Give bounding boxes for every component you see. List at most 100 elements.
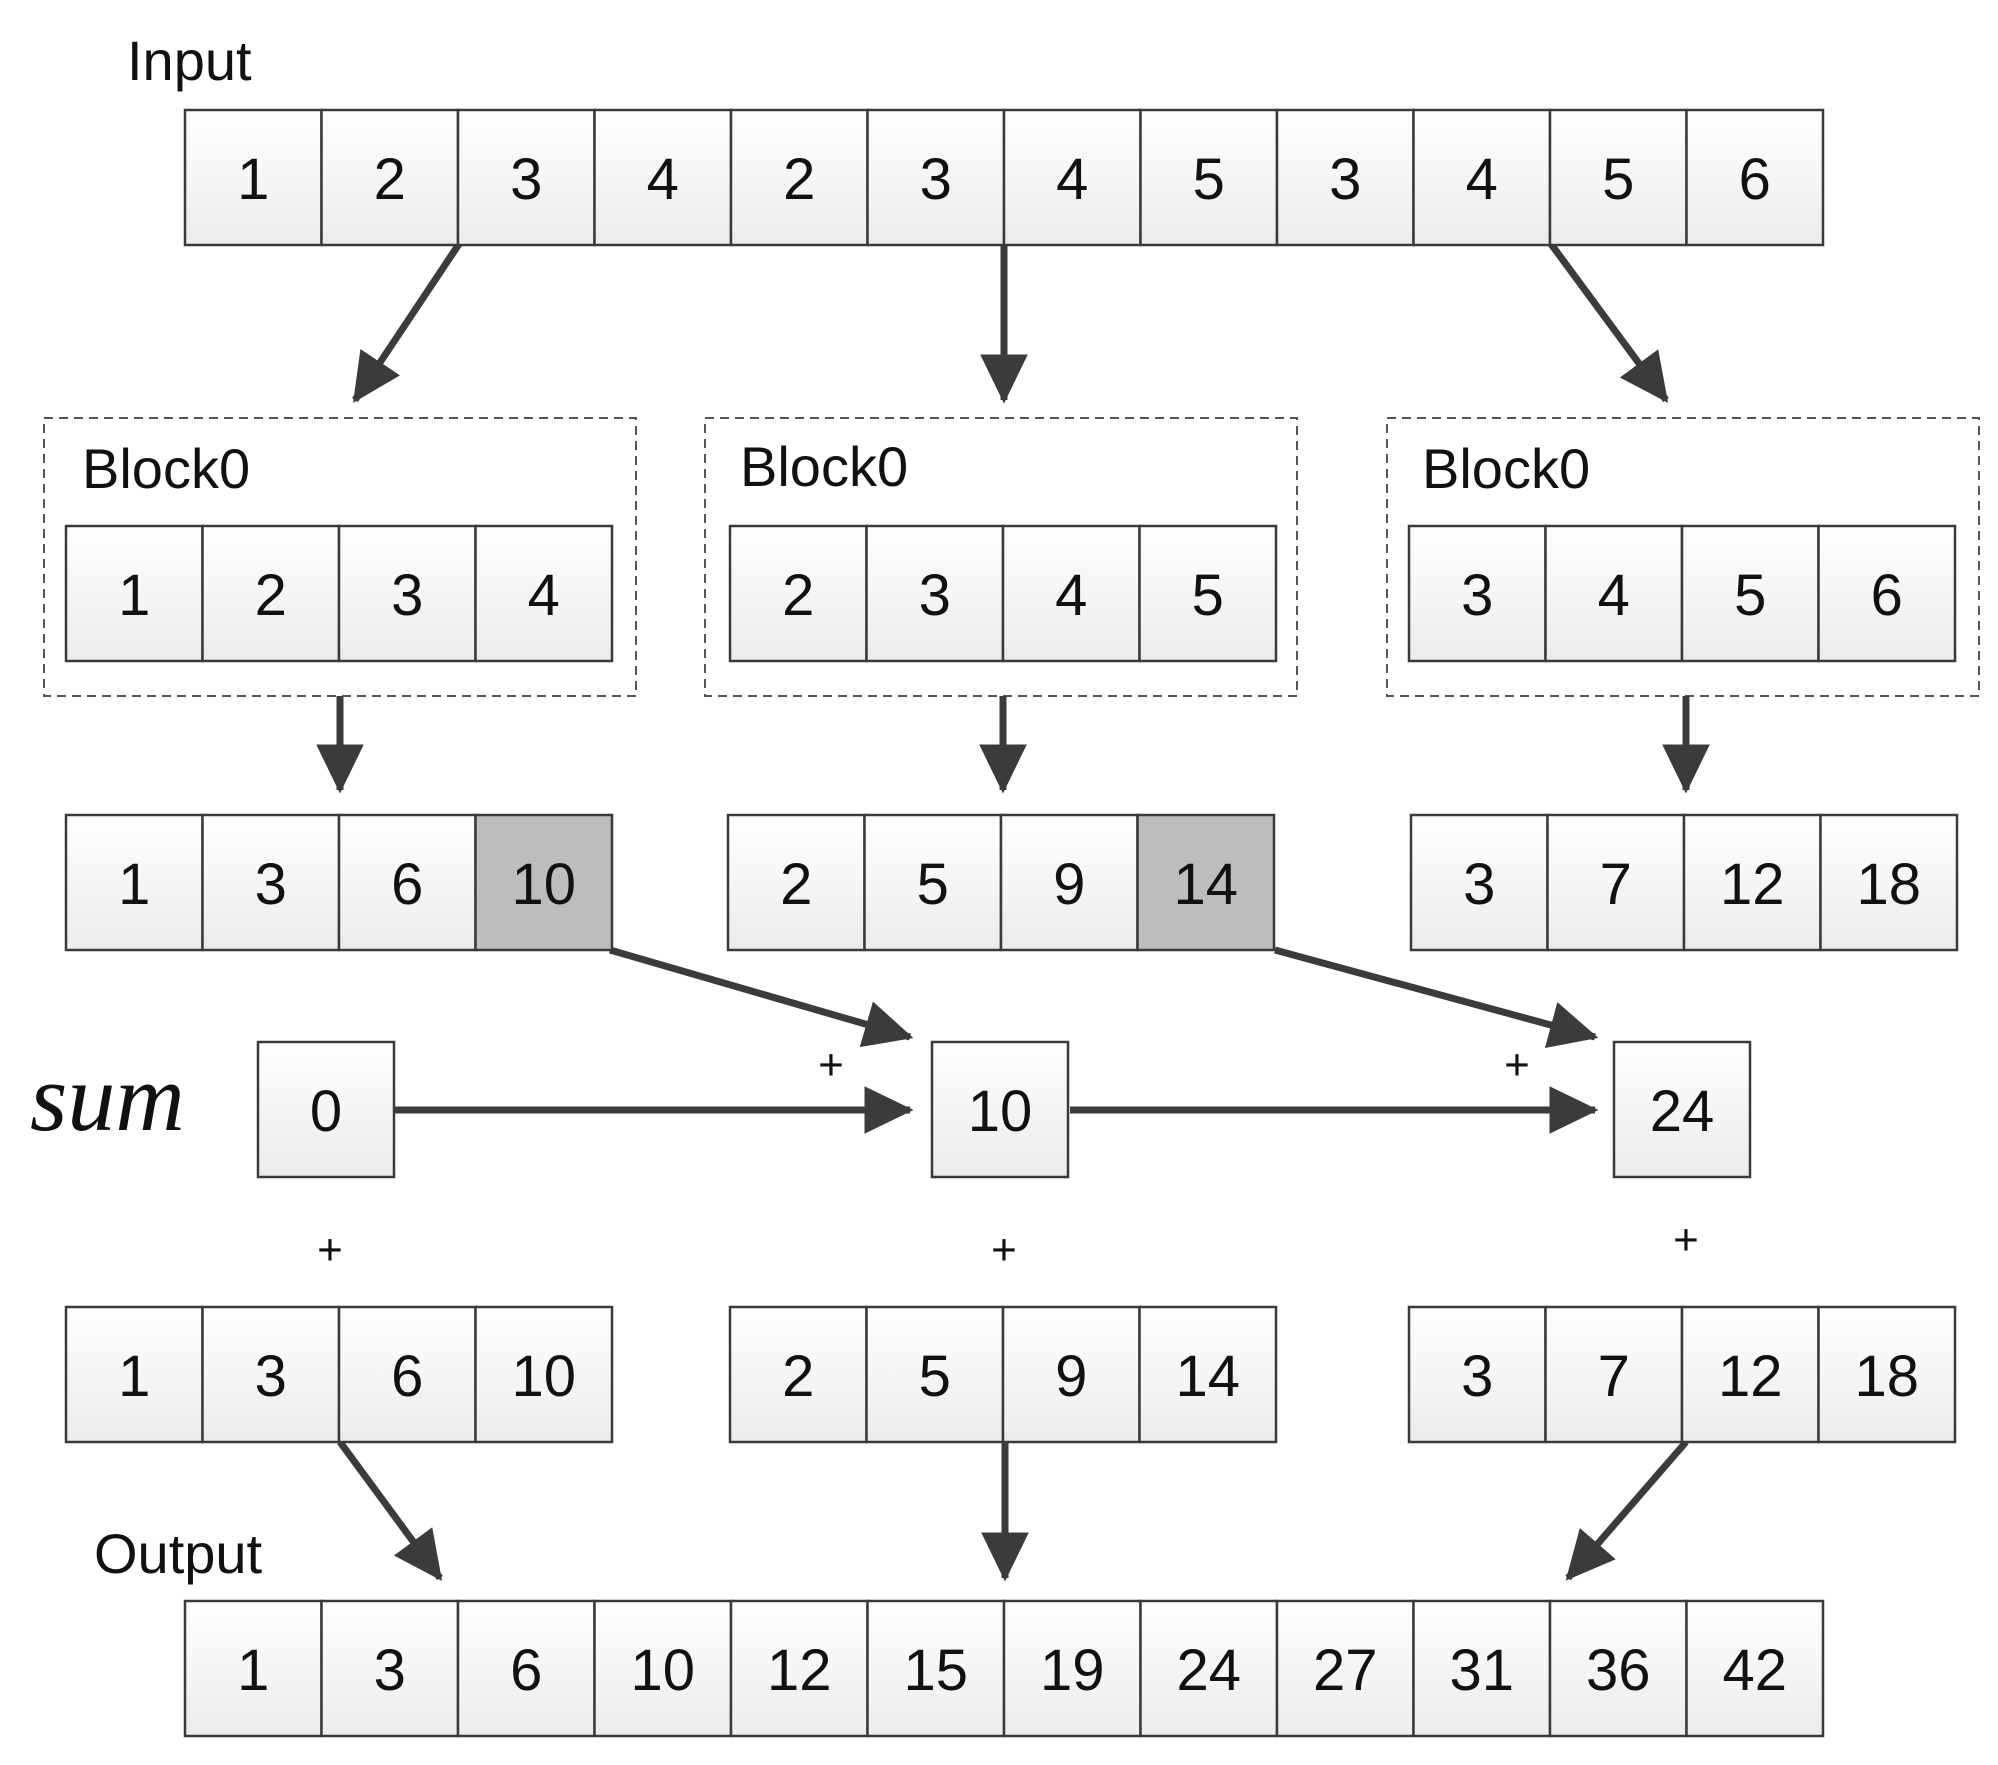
output-array-cell-2: 3 — [320, 1599, 460, 1738]
cell-box — [320, 1599, 460, 1738]
cell-value: 9 — [1055, 1344, 1087, 1409]
block-array-1-cell-2: 2 — [201, 524, 341, 663]
cell-value: 12 — [1718, 1344, 1783, 1409]
cell-box — [1002, 108, 1142, 247]
input-array-cell-2: 2 — [320, 108, 460, 247]
sum-cell-2-box: 10 — [930, 1040, 1070, 1179]
cell-box — [726, 813, 866, 952]
block-array-1-cell-3: 3 — [337, 524, 477, 663]
cell-value: 1 — [118, 852, 150, 917]
cell-box — [1139, 108, 1279, 247]
cell-box — [320, 108, 460, 247]
sum-cell-1: 0 — [256, 1040, 396, 1179]
cell-box — [456, 108, 596, 247]
adjusted-array-2-cell-4: 14 — [1138, 1305, 1278, 1444]
cell-box — [1412, 1599, 1552, 1738]
cell-value: 18 — [1856, 852, 1921, 917]
cell-value: 5 — [919, 1344, 951, 1409]
input-array-cell-9: 3 — [1275, 108, 1415, 247]
adjusted-array-3-cell-2: 7 — [1544, 1305, 1684, 1444]
cell-box — [865, 1305, 1005, 1444]
cell-value: 1 — [237, 1638, 269, 1703]
cell-value: 6 — [391, 852, 423, 917]
cell-box — [1001, 524, 1141, 663]
output-array-cell-9: 27 — [1275, 1599, 1415, 1738]
cell-value: 4 — [647, 147, 679, 212]
cell-value: 42 — [1722, 1638, 1787, 1703]
cell-box — [1680, 1305, 1820, 1444]
sum-cell-3-box: 24 — [1612, 1040, 1752, 1179]
cell-box — [1275, 1599, 1415, 1738]
cell-value: 2 — [783, 147, 815, 212]
cell-value: 5 — [917, 852, 949, 917]
cell-value: 3 — [391, 563, 423, 628]
cell-value: 1 — [118, 563, 150, 628]
cell-box — [865, 524, 1005, 663]
cell-value: 3 — [374, 1638, 406, 1703]
input-label: Input — [127, 29, 252, 92]
cell-box — [729, 1599, 869, 1738]
block-array-2-cell-3: 4 — [1001, 524, 1141, 663]
cell-box — [1544, 1305, 1684, 1444]
cell-box — [474, 813, 614, 952]
output-array-cell-4: 10 — [593, 1599, 733, 1738]
cell-value: 4 — [528, 563, 560, 628]
cell-box — [728, 1305, 868, 1444]
sum-cell-2: 10 — [930, 1040, 1070, 1179]
input-array-cell-10: 4 — [1412, 108, 1552, 247]
output-array-cell-6: 15 — [866, 1599, 1006, 1738]
cell-box — [337, 813, 477, 952]
adjusted-array-3-cell-3: 12 — [1680, 1305, 1820, 1444]
cell-box — [1685, 1599, 1825, 1738]
cell-box — [1544, 524, 1684, 663]
cell-value: 24 — [1176, 1638, 1241, 1703]
cell-box — [1002, 1599, 1142, 1738]
adjusted-array-2-cell-2: 5 — [865, 1305, 1005, 1444]
cell-box — [729, 108, 869, 247]
cell-value: 18 — [1854, 1344, 1919, 1409]
cell-value: 6 — [510, 1638, 542, 1703]
cell-value: 3 — [255, 1344, 287, 1409]
cell-box — [1138, 1305, 1278, 1444]
output-label: Output — [94, 1522, 263, 1585]
adjusted-array-3-cell-4: 18 — [1817, 1305, 1957, 1444]
cell-box — [474, 1305, 614, 1444]
cell-box — [256, 1040, 396, 1179]
cell-box — [1682, 813, 1822, 952]
block-array-2-cell-4: 5 — [1138, 524, 1278, 663]
cell-value: 2 — [782, 1344, 814, 1409]
cell-value: 4 — [1598, 563, 1630, 628]
output-array-cell-8: 24 — [1139, 1599, 1279, 1738]
cell-box — [183, 1599, 323, 1738]
cell-value: 3 — [920, 147, 952, 212]
block-scan-array-3-cell-3: 12 — [1682, 813, 1822, 952]
adjusted-array-1-cell-3: 6 — [337, 1305, 477, 1444]
cell-value: 10 — [511, 1344, 576, 1409]
cell-box — [1546, 813, 1686, 952]
plus-sign-sum-1: + — [818, 1041, 844, 1090]
cell-box — [1407, 1305, 1547, 1444]
block-scan-array-1-cell-2: 3 — [201, 813, 341, 952]
cell-box — [1680, 524, 1820, 663]
cell-value: 24 — [1650, 1079, 1715, 1144]
input-array-cell-6: 3 — [866, 108, 1006, 247]
block-label-3: Block0 — [1422, 437, 1590, 500]
cell-value: 5 — [1734, 563, 1766, 628]
cell-box — [64, 1305, 204, 1444]
block-array-1-cell-1: 1 — [64, 524, 204, 663]
block-array-1-cell-4: 4 — [474, 524, 614, 663]
cell-box — [456, 1599, 596, 1738]
plus-sign-add-1: + — [317, 1226, 343, 1275]
cell-value: 1 — [118, 1344, 150, 1409]
block-label-1: Block0 — [82, 437, 250, 500]
cell-value: 31 — [1449, 1638, 1514, 1703]
cell-box — [1685, 108, 1825, 247]
input-array-cell-5: 2 — [729, 108, 869, 247]
cell-value: 6 — [1871, 563, 1903, 628]
